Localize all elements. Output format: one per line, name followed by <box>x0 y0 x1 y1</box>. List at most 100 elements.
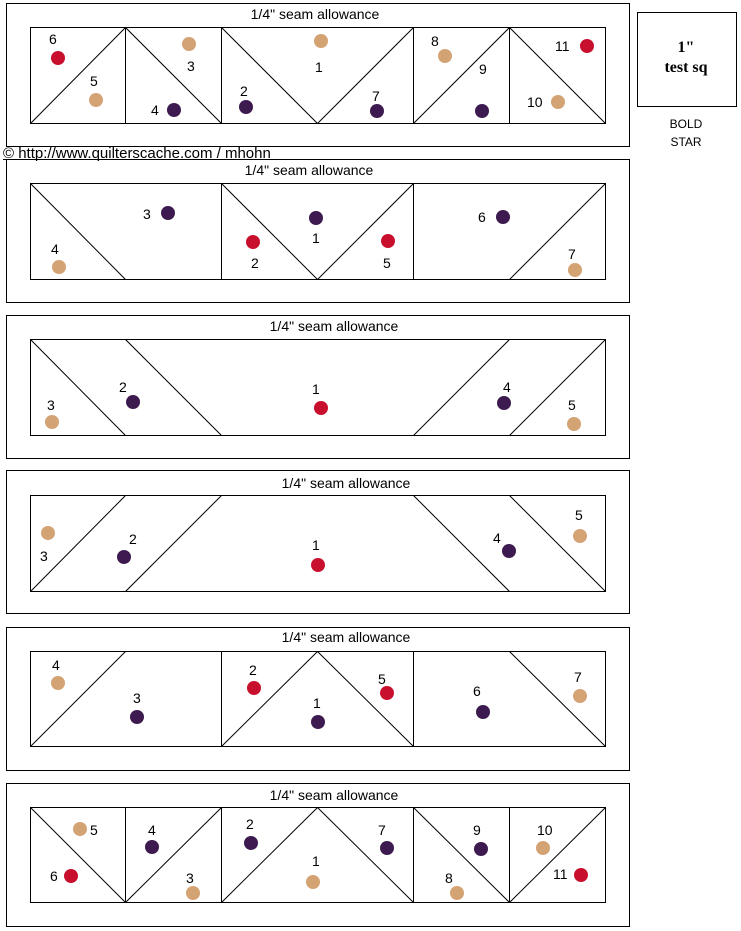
piece-number: 11 <box>555 38 570 54</box>
fabric-dot <box>475 104 489 118</box>
piece-marker: 2 <box>119 379 140 409</box>
fabric-dot <box>381 234 395 248</box>
piece-number: 5 <box>568 397 576 413</box>
piece-number: 9 <box>479 61 487 77</box>
piece-marker: 3 <box>40 526 55 564</box>
panel-6-pieces: 5 6 4 3 2 1 7 9 8 10 11 <box>50 816 588 900</box>
seam-allowance-label: 1/4" seam allowance <box>270 318 399 334</box>
piece-number: 5 <box>90 73 98 89</box>
piece-number: 5 <box>378 671 386 687</box>
piece-number: 1 <box>312 853 320 869</box>
fabric-dot <box>450 886 464 900</box>
piece-number: 6 <box>478 209 486 225</box>
fabric-dot <box>73 822 87 836</box>
panel-2: 1/4" seam allowance 3 4 1 2 5 6 7 <box>6 159 630 303</box>
fabric-dot <box>247 681 261 695</box>
fabric-dot <box>309 211 323 225</box>
piece-marker: 5 <box>73 822 98 838</box>
panel-4-border <box>6 470 630 614</box>
panel-5-border <box>6 627 630 771</box>
piece-marker: 4 <box>151 102 181 118</box>
fabric-dot <box>380 841 394 855</box>
piece-number: 7 <box>378 822 386 838</box>
piece-marker: 1 <box>311 537 325 572</box>
test-square: 1" test sq <box>637 12 737 107</box>
fabric-dot <box>89 93 103 107</box>
piece-marker: 3 <box>143 206 175 222</box>
panel-6-seam-lines <box>30 807 606 903</box>
panel-3-strip <box>30 339 606 436</box>
piece-number: 6 <box>50 868 58 884</box>
piece-number: 3 <box>47 397 55 413</box>
test-square-box <box>637 12 737 107</box>
piece-number: 1 <box>315 59 323 75</box>
piece-marker: 5 <box>381 234 395 271</box>
fabric-dot <box>246 235 260 249</box>
piece-marker: 2 <box>246 235 260 271</box>
piece-marker: 4 <box>51 241 66 274</box>
block-name-line2: STAR <box>670 135 701 149</box>
fabric-dot <box>145 840 159 854</box>
piece-number: 4 <box>151 102 159 118</box>
fabric-dot <box>182 37 196 51</box>
fabric-dot <box>117 550 131 564</box>
piece-marker: 5 <box>573 507 587 543</box>
copyright-credit: © http://www.quilterscache.com / mhohn <box>3 145 271 162</box>
piece-number: 2 <box>249 662 257 678</box>
fabric-dot <box>314 401 328 415</box>
panel-1: 1/4" seam allowance 6 5 3 4 1 2 7 8 9 11… <box>6 3 630 147</box>
piece-marker: 7 <box>370 88 384 118</box>
piece-marker: 3 <box>186 870 200 900</box>
piece-marker: 6 <box>473 683 490 719</box>
piece-marker: 3 <box>182 37 196 74</box>
piece-number: 5 <box>383 255 391 271</box>
seam-allowance-label: 1/4" seam allowance <box>282 475 411 491</box>
piece-marker: 6 <box>49 31 65 65</box>
piece-number: 4 <box>148 822 156 838</box>
panel-4: 1/4" seam allowance 3 2 1 4 5 <box>6 470 630 614</box>
piece-marker: 8 <box>445 870 464 900</box>
piece-marker: 5 <box>378 671 394 700</box>
piece-marker: 6 <box>478 209 510 225</box>
piece-number: 7 <box>568 246 576 262</box>
panel-1-border <box>6 3 630 147</box>
panel-2-border <box>6 159 630 303</box>
fabric-dot <box>497 396 511 410</box>
piece-number: 4 <box>493 530 501 546</box>
piece-marker: 3 <box>130 690 144 724</box>
fabric-dot <box>574 868 588 882</box>
piece-marker: 7 <box>568 246 582 277</box>
piece-number: 1 <box>312 381 320 397</box>
fabric-dot <box>126 395 140 409</box>
piece-marker: 4 <box>493 530 516 558</box>
panel-1-pieces: 6 5 3 4 1 2 7 8 9 11 10 <box>49 31 594 118</box>
panel-6-border <box>6 783 630 927</box>
seam-allowance-label: 1/4" seam allowance <box>282 629 411 645</box>
fabric-dot <box>130 710 144 724</box>
piece-number: 3 <box>40 548 48 564</box>
piece-marker: 8 <box>431 33 452 63</box>
piece-marker: 1 <box>312 381 328 415</box>
fabric-dot <box>380 686 394 700</box>
fabric-dot <box>311 558 325 572</box>
fabric-dot <box>476 705 490 719</box>
fabric-dot <box>52 260 66 274</box>
piece-marker: 1 <box>306 853 320 889</box>
fabric-dot <box>311 715 325 729</box>
piece-number: 8 <box>445 870 453 886</box>
fabric-dot <box>551 95 565 109</box>
block-name-line1: BOLD <box>670 117 703 131</box>
piece-marker: 3 <box>45 397 59 429</box>
piece-marker: 11 <box>553 866 588 882</box>
seam-allowance-label: 1/4" seam allowance <box>270 787 399 803</box>
fabric-dot <box>161 206 175 220</box>
panel-3: 1/4" seam allowance 3 2 1 4 5 <box>6 315 630 459</box>
piece-number: 2 <box>246 816 254 832</box>
fabric-dot <box>496 210 510 224</box>
fabric-dot <box>186 886 200 900</box>
piece-number: 5 <box>90 822 98 838</box>
fabric-dot <box>438 49 452 63</box>
piece-marker: 4 <box>497 379 511 410</box>
fabric-dot <box>314 34 328 48</box>
